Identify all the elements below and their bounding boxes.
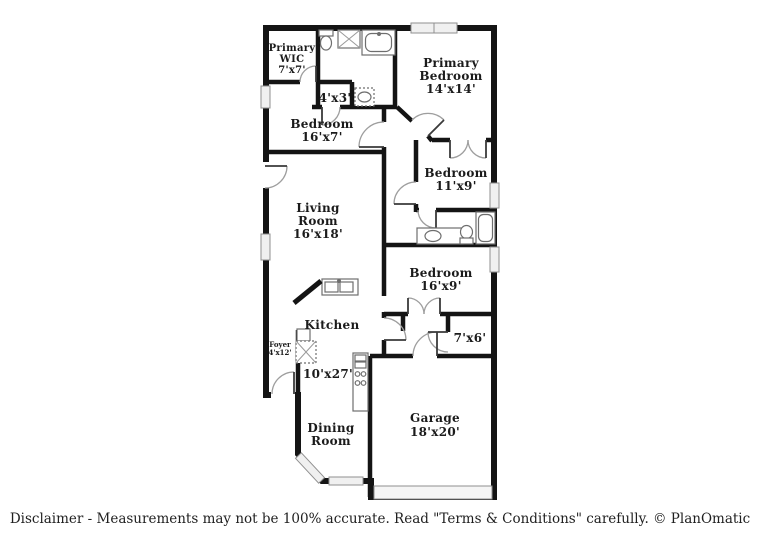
label-primary-wic: WIC (279, 54, 305, 65)
label-living-room: Room (298, 214, 338, 228)
label-bedroom-16x7-dims: 16'x7' (301, 130, 342, 144)
windows (260, 22, 500, 500)
door-swing-icon (423, 297, 441, 315)
label-primary-bedroom: Primary (423, 56, 479, 70)
label-garage: Garage (410, 411, 460, 425)
label-galley-dims: 10'x27' (303, 367, 353, 381)
range-burner-icon (354, 380, 361, 386)
window-icon (294, 452, 326, 484)
toilet-icon (318, 29, 334, 37)
vanity-sink-icon (424, 229, 442, 243)
label-primary-wic-dims: 7'x7' (278, 65, 306, 76)
foyer-door-gap (271, 390, 295, 399)
label-bedroom-16x7: Bedroom (290, 117, 353, 131)
range-burner-icon (360, 371, 367, 377)
door-swing-icon (427, 331, 449, 353)
label-bedroom-11x9-dims: 11'x9' (435, 179, 476, 193)
label-primary-wic: Primary (269, 43, 317, 54)
room-labels: Primary WIC 7'x7' Primary Bedroom 14'x14… (268, 43, 487, 448)
door-swing-icon (264, 165, 288, 189)
toilet-icon (459, 224, 474, 240)
label-living-room-dims: 16'x18' (293, 227, 343, 241)
window-icon (489, 246, 500, 273)
bathtub-icon (364, 32, 393, 53)
range-burner-icon (360, 380, 367, 386)
label-dining-room: Dining (307, 421, 354, 435)
garage-door-icon (373, 485, 493, 500)
label-foyer: Foyer (269, 340, 291, 349)
label-bedroom-16x9-dims: 16'x9' (420, 279, 461, 293)
window-icon (260, 85, 271, 109)
door-swing-icon (411, 112, 445, 121)
door-swing-icon (393, 181, 417, 205)
window-icon (489, 182, 500, 209)
shower-icon (337, 29, 361, 49)
pantry-icon (295, 340, 317, 364)
pedestal-sink-icon (357, 91, 372, 103)
label-bedroom-16x9: Bedroom (409, 266, 472, 280)
kitchen-counter-icon (292, 279, 323, 305)
fixtures (292, 29, 496, 412)
door-swing-icon (383, 317, 407, 341)
label-garage-dims: 18'x20' (410, 425, 460, 439)
door-swing-icon (467, 139, 487, 159)
toilet-icon (459, 237, 474, 245)
range-icon (354, 361, 367, 369)
label-closet-dims: 4'x3' (319, 91, 352, 105)
door-swings (264, 65, 487, 395)
side-door-gap (260, 162, 271, 188)
kitchen-sink-icon (339, 281, 354, 293)
label-primary-bedroom: Bedroom (419, 69, 482, 83)
toilet-icon (319, 35, 333, 51)
label-utility-dims: 7'x6' (454, 331, 487, 345)
range-burner-icon (354, 371, 361, 377)
label-living-room: Living (296, 201, 340, 215)
disclaimer-text: Disclaimer - Measurements may not be 100… (9, 511, 751, 527)
label-bedroom-11x9: Bedroom (424, 166, 487, 180)
door-swing-icon (299, 65, 317, 83)
door-swing-icon (358, 121, 385, 148)
door-swing-icon (321, 106, 341, 126)
window-icon (328, 476, 364, 486)
kitchen-sink-icon (324, 281, 339, 293)
label-primary-bedroom-dims: 14'x14' (426, 82, 476, 96)
label-dining-room: Room (311, 434, 351, 448)
door-swing-icon (271, 371, 295, 395)
label-kitchen: Kitchen (304, 318, 359, 332)
label-foyer-dims: 4'x12' (268, 348, 291, 357)
window-icon (260, 233, 271, 261)
range-icon (354, 354, 367, 362)
door-leaves (265, 66, 487, 394)
bathtub-icon (477, 213, 494, 243)
